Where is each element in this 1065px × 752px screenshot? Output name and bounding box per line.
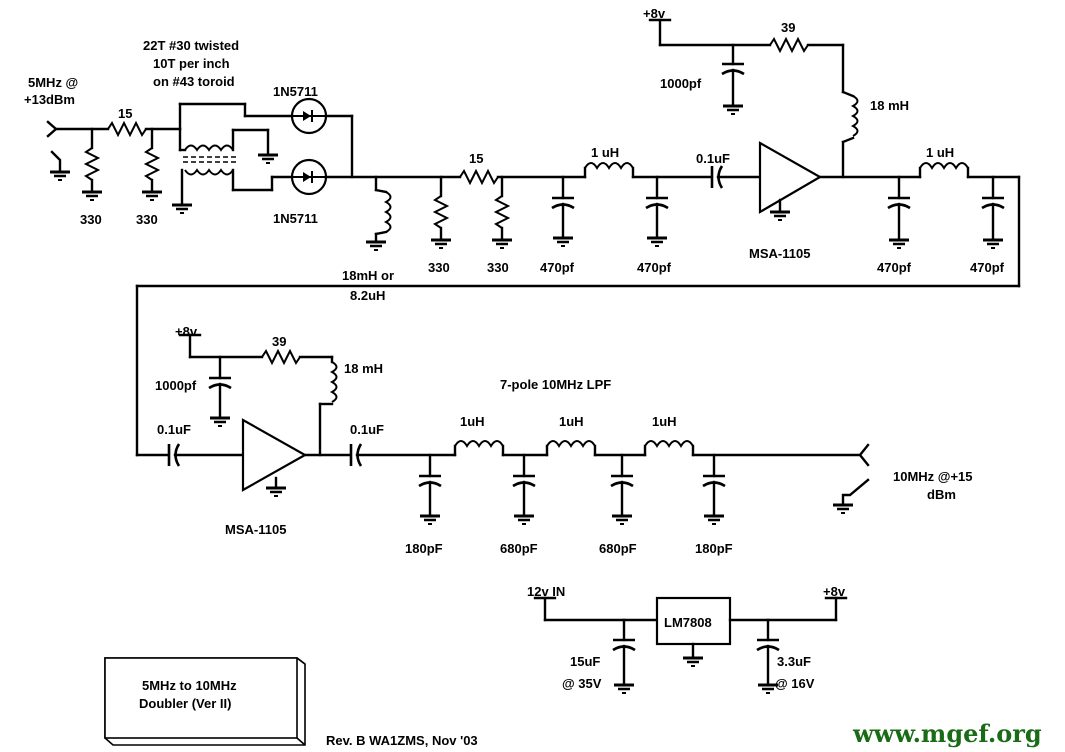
filter-title: 7-pole 10MHz LPF	[500, 377, 611, 392]
choke-label: 18 mH	[870, 98, 909, 113]
capacitor-label: 1000pf	[155, 378, 197, 393]
amplifier-stage-1	[648, 18, 922, 222]
resistor-icon	[261, 348, 301, 366]
resistor-icon	[459, 168, 499, 186]
output-connector-icon	[858, 443, 870, 467]
resistor-icon	[432, 195, 450, 229]
choke-label: 18 mH	[344, 361, 383, 376]
inductor-label: 1 uH	[926, 145, 954, 160]
diode-doubler	[290, 97, 462, 196]
amplifier-icon	[758, 141, 823, 214]
capacitor-rating-label: @ 16V	[775, 676, 815, 691]
resistor-label: 330	[487, 260, 509, 275]
capacitor-label: 470pf	[970, 260, 1005, 275]
output-level-label: dBm	[927, 487, 956, 502]
resistor-label: 39	[272, 334, 286, 349]
capacitor-label: 15uF	[570, 654, 600, 669]
capacitor-label: 470pf	[637, 260, 672, 275]
coil-icon	[383, 191, 392, 233]
output-connector	[831, 443, 870, 515]
inductor-icon	[546, 440, 596, 448]
capacitor-label: 180pF	[405, 541, 443, 556]
resistor-label: 330	[80, 212, 102, 227]
input-label: 5MHz @	[28, 75, 78, 90]
resistor-label: 330	[136, 212, 158, 227]
inductor-icon	[454, 440, 504, 448]
capacitor-label: 180pF	[695, 541, 733, 556]
capacitor-label: 0.1uF	[157, 422, 191, 437]
resistor-label: 15	[118, 106, 132, 121]
supply-label: +8v	[175, 324, 198, 339]
resistor-icon	[769, 36, 809, 54]
inductor-label: 1uH	[652, 414, 677, 429]
inductor-icon	[584, 162, 634, 170]
resistor-icon	[107, 120, 147, 138]
resistor-label: 330	[428, 260, 450, 275]
capacitor-label: 470pf	[540, 260, 575, 275]
coil-icon	[850, 95, 859, 137]
title-line2: Doubler (Ver II)	[139, 696, 231, 711]
regulator-chip-label: LM7808	[664, 615, 712, 630]
inductor-icon	[644, 440, 694, 448]
resistor-label: 15	[469, 151, 483, 166]
capacitor-label: 470pf	[877, 260, 912, 275]
amplifier-label: MSA-1105	[225, 522, 286, 537]
toroid-label-line3: on #43 toroid	[153, 74, 235, 89]
title-line1: 5MHz to 10MHz	[142, 678, 237, 693]
low-pass-filter	[418, 440, 862, 526]
capacitor-label: 0.1uF	[696, 151, 730, 166]
toroid-label-line1: 22T #30 twisted	[143, 38, 239, 53]
website-label: www.mgef.org	[852, 719, 1042, 748]
amplifier-icon	[241, 418, 308, 492]
toroid-label-line2: 10T per inch	[153, 56, 230, 71]
toroid-transformer	[170, 102, 292, 215]
coil-icon	[184, 168, 234, 176]
coil-icon	[329, 361, 338, 403]
supply-label: +8v	[643, 6, 666, 21]
resistor-icon	[83, 147, 101, 181]
revision-label: Rev. B WA1ZMS, Nov '03	[326, 733, 478, 748]
title-box	[104, 657, 306, 746]
output-label: 10MHz @+15	[893, 469, 973, 484]
inductor-label: 1uH	[559, 414, 584, 429]
input-level-label: +13dBm	[24, 92, 75, 107]
diode-top-label: 1N5711	[273, 84, 318, 99]
input-section	[46, 120, 182, 202]
amplifier-stage-2	[135, 333, 457, 498]
ground-icon	[831, 503, 855, 515]
post-doubler-network	[364, 162, 762, 252]
regulator-output-label: +8v	[823, 584, 846, 599]
filter-after-stage-1	[135, 162, 1021, 457]
inductor-label: 1uH	[460, 414, 485, 429]
capacitor-label: 0.1uF	[350, 422, 384, 437]
capacitor-label: 1000pf	[660, 76, 702, 91]
capacitor-label: 680pF	[500, 541, 538, 556]
capacitor-label: 3.3uF	[777, 654, 811, 669]
ground-icon	[48, 170, 72, 182]
inductor-icon	[919, 162, 969, 170]
diode-bottom-label: 1N5711	[273, 211, 318, 226]
regulator-input-label: 12v IN	[527, 584, 565, 599]
resistor-icon	[493, 195, 511, 229]
inductor-label: 1 uH	[591, 145, 619, 160]
capacitor-label: 680pF	[599, 541, 637, 556]
choke-label-line2: 8.2uH	[350, 288, 385, 303]
voltage-regulator	[533, 596, 848, 695]
capacitor-rating-label: @ 35V	[562, 676, 602, 691]
resistor-label: 39	[781, 20, 795, 35]
coil-icon	[184, 144, 234, 152]
choke-label-line1: 18mH or	[342, 268, 394, 283]
regulator-chip	[655, 596, 732, 646]
amplifier-label: MSA-1105	[749, 246, 810, 261]
resistor-icon	[143, 147, 161, 181]
